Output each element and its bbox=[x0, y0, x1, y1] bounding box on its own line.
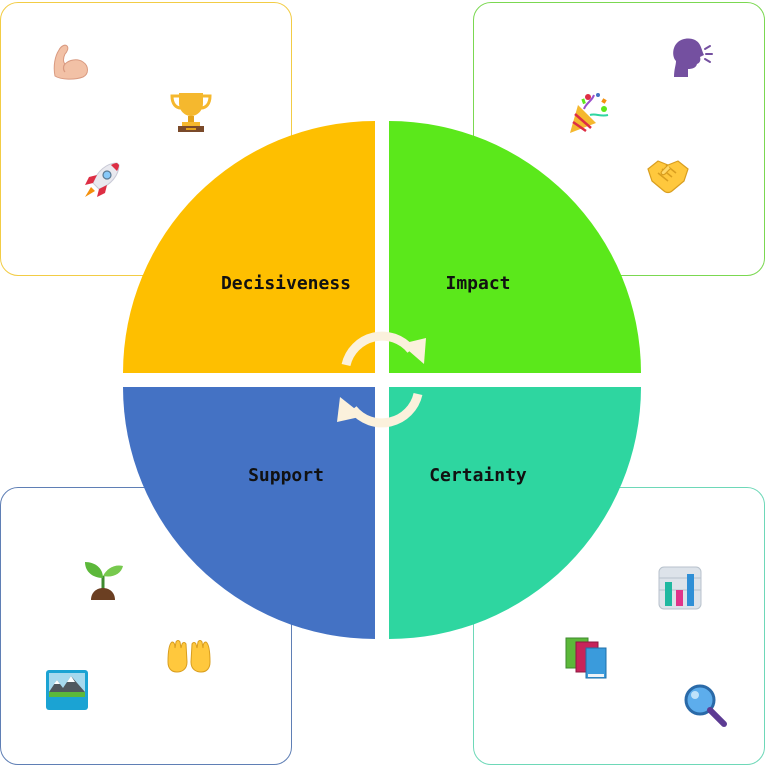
cycle-arrows-icon bbox=[337, 331, 426, 428]
landscape-picture-icon bbox=[43, 666, 91, 714]
impact-quadrant[interactable] bbox=[389, 121, 641, 373]
books-icon bbox=[562, 634, 610, 682]
impact-label: Impact bbox=[445, 273, 510, 294]
party-popper-icon bbox=[564, 89, 612, 137]
speaking-head-icon bbox=[666, 33, 714, 81]
certainty-label: Certainty bbox=[429, 465, 527, 486]
magnifying-glass-icon bbox=[680, 680, 728, 728]
decisiveness-label: Decisiveness bbox=[221, 273, 351, 294]
rocket-icon bbox=[77, 157, 125, 205]
decisiveness-card bbox=[0, 2, 292, 276]
flexed-biceps-icon bbox=[47, 36, 95, 84]
open-hands-icon bbox=[165, 632, 213, 680]
certainty-quadrant[interactable] bbox=[389, 387, 641, 639]
bar-chart-icon bbox=[656, 564, 704, 612]
trophy-icon bbox=[167, 87, 215, 135]
handshake-icon bbox=[644, 151, 692, 199]
decisiveness-quadrant[interactable] bbox=[123, 121, 375, 373]
support-card bbox=[0, 487, 292, 765]
support-quadrant[interactable] bbox=[123, 387, 375, 639]
seedling-icon bbox=[79, 554, 127, 602]
support-label: Support bbox=[248, 465, 324, 486]
